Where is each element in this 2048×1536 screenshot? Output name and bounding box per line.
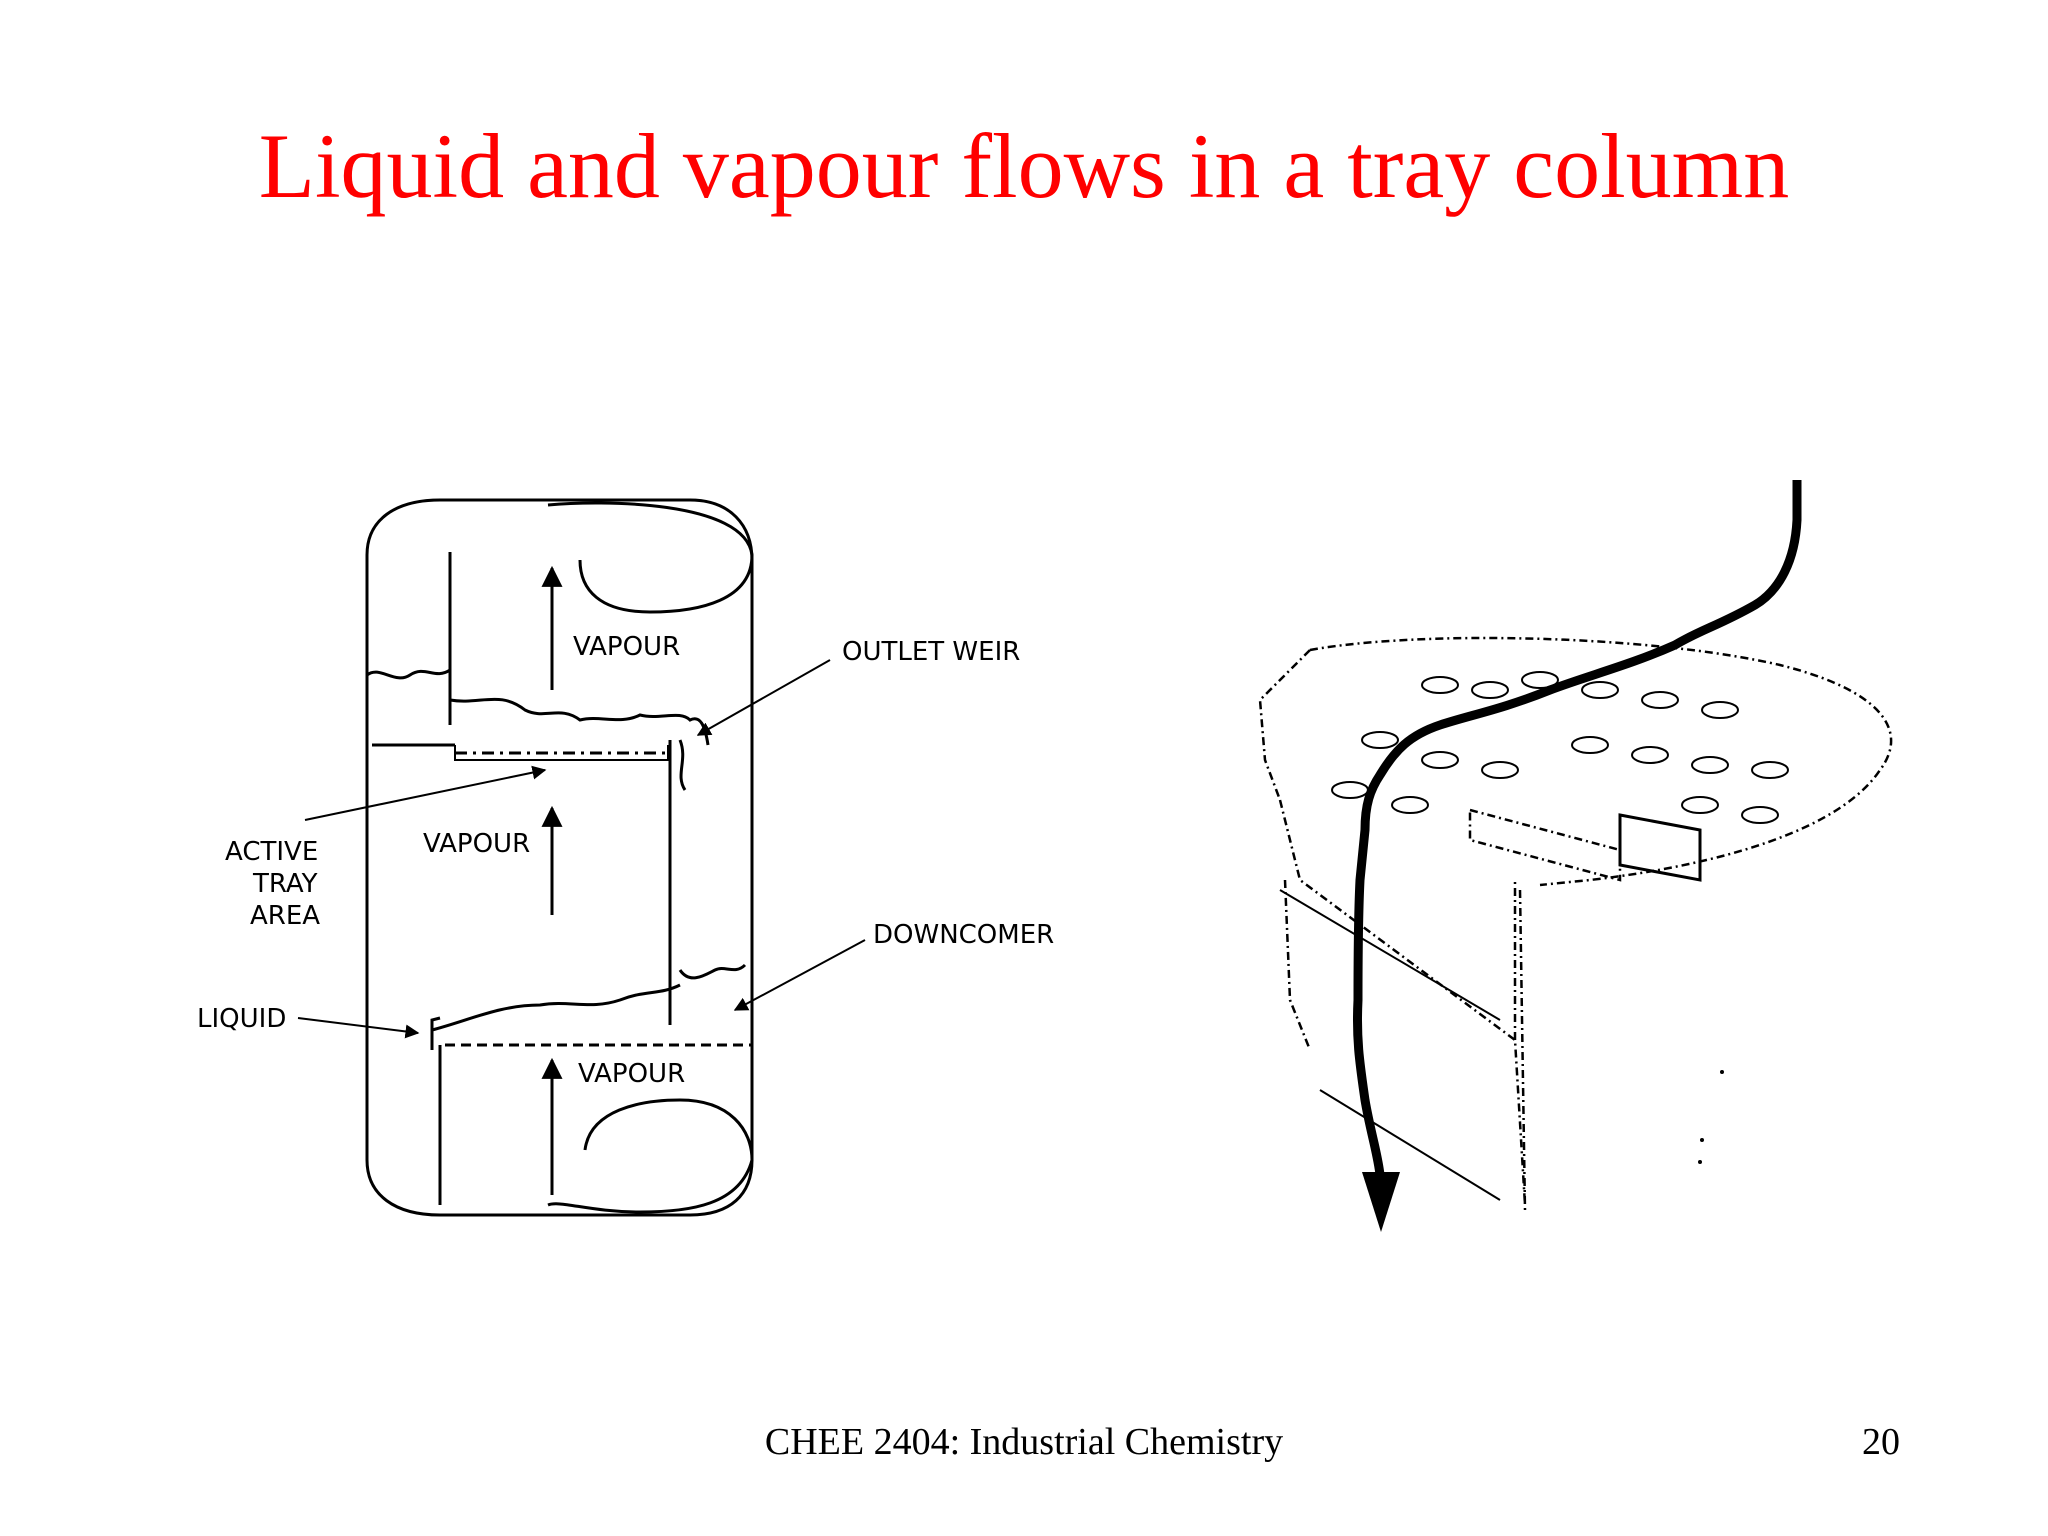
downcomer-label: DOWNCOMER bbox=[873, 920, 1054, 950]
upper-liquid-surface bbox=[366, 668, 710, 746]
tray-valve-holes bbox=[1331, 671, 1789, 824]
active-tray-area-label-line2: TRAY bbox=[252, 869, 318, 899]
top-cut-ellipse bbox=[547, 501, 754, 614]
downcomer-panel-diagonal-1 bbox=[1279, 889, 1501, 1021]
vapour-label-top: VAPOUR bbox=[573, 632, 680, 662]
liquid-label: LIQUID bbox=[197, 1004, 286, 1034]
stray-dot-1 bbox=[1720, 1070, 1724, 1074]
tray-3d-sketch bbox=[1258, 480, 1893, 1232]
lower-tray-left-wall bbox=[430, 1016, 441, 1050]
vapour-label-bottom: VAPOUR bbox=[578, 1059, 685, 1089]
downcomer-pointer bbox=[733, 939, 866, 1011]
lower-liquid-surface bbox=[431, 963, 747, 1032]
inlet-weir-strip bbox=[1468, 808, 1622, 882]
liquid-flow-path bbox=[1352, 480, 1802, 1176]
upper-tray-lip bbox=[454, 745, 669, 761]
column-cross-section-diagram: VAPOUR VAPOUR VAPOUR OUTLET WEIR ACTIVE … bbox=[197, 498, 1054, 1217]
liquid-pointer bbox=[297, 1017, 420, 1039]
slide-title: Liquid and vapour flows in a tray column bbox=[258, 115, 1790, 217]
vapour-label-middle: VAPOUR bbox=[423, 829, 530, 859]
outlet-weir-pointer bbox=[696, 659, 831, 736]
downcomer-panel-diagonal-2 bbox=[1319, 1089, 1501, 1201]
outlet-box bbox=[1618, 813, 1702, 882]
bottom-cut-ellipse bbox=[547, 1098, 754, 1214]
tray-deck-left-edge bbox=[1258, 649, 1311, 801]
stray-dot-3 bbox=[1698, 1160, 1702, 1164]
outlet-weir-label: OUTLET WEIR bbox=[842, 637, 1020, 667]
footer-course-name: CHEE 2404: Industrial Chemistry bbox=[764, 1421, 1284, 1463]
active-tray-area-label-line1: ACTIVE bbox=[225, 837, 318, 867]
outlet-weir-squiggle bbox=[678, 739, 687, 791]
stray-dot-2 bbox=[1700, 1138, 1704, 1142]
active-tray-area-label-line3: AREA bbox=[250, 901, 320, 931]
flow-arrowhead bbox=[1362, 1172, 1400, 1232]
active-tray-area-pointer bbox=[304, 765, 547, 821]
page-number: 20 bbox=[1862, 1421, 1900, 1463]
downcomer-panel bbox=[1278, 799, 1527, 1206]
tray-deck-outline bbox=[1309, 636, 1893, 887]
